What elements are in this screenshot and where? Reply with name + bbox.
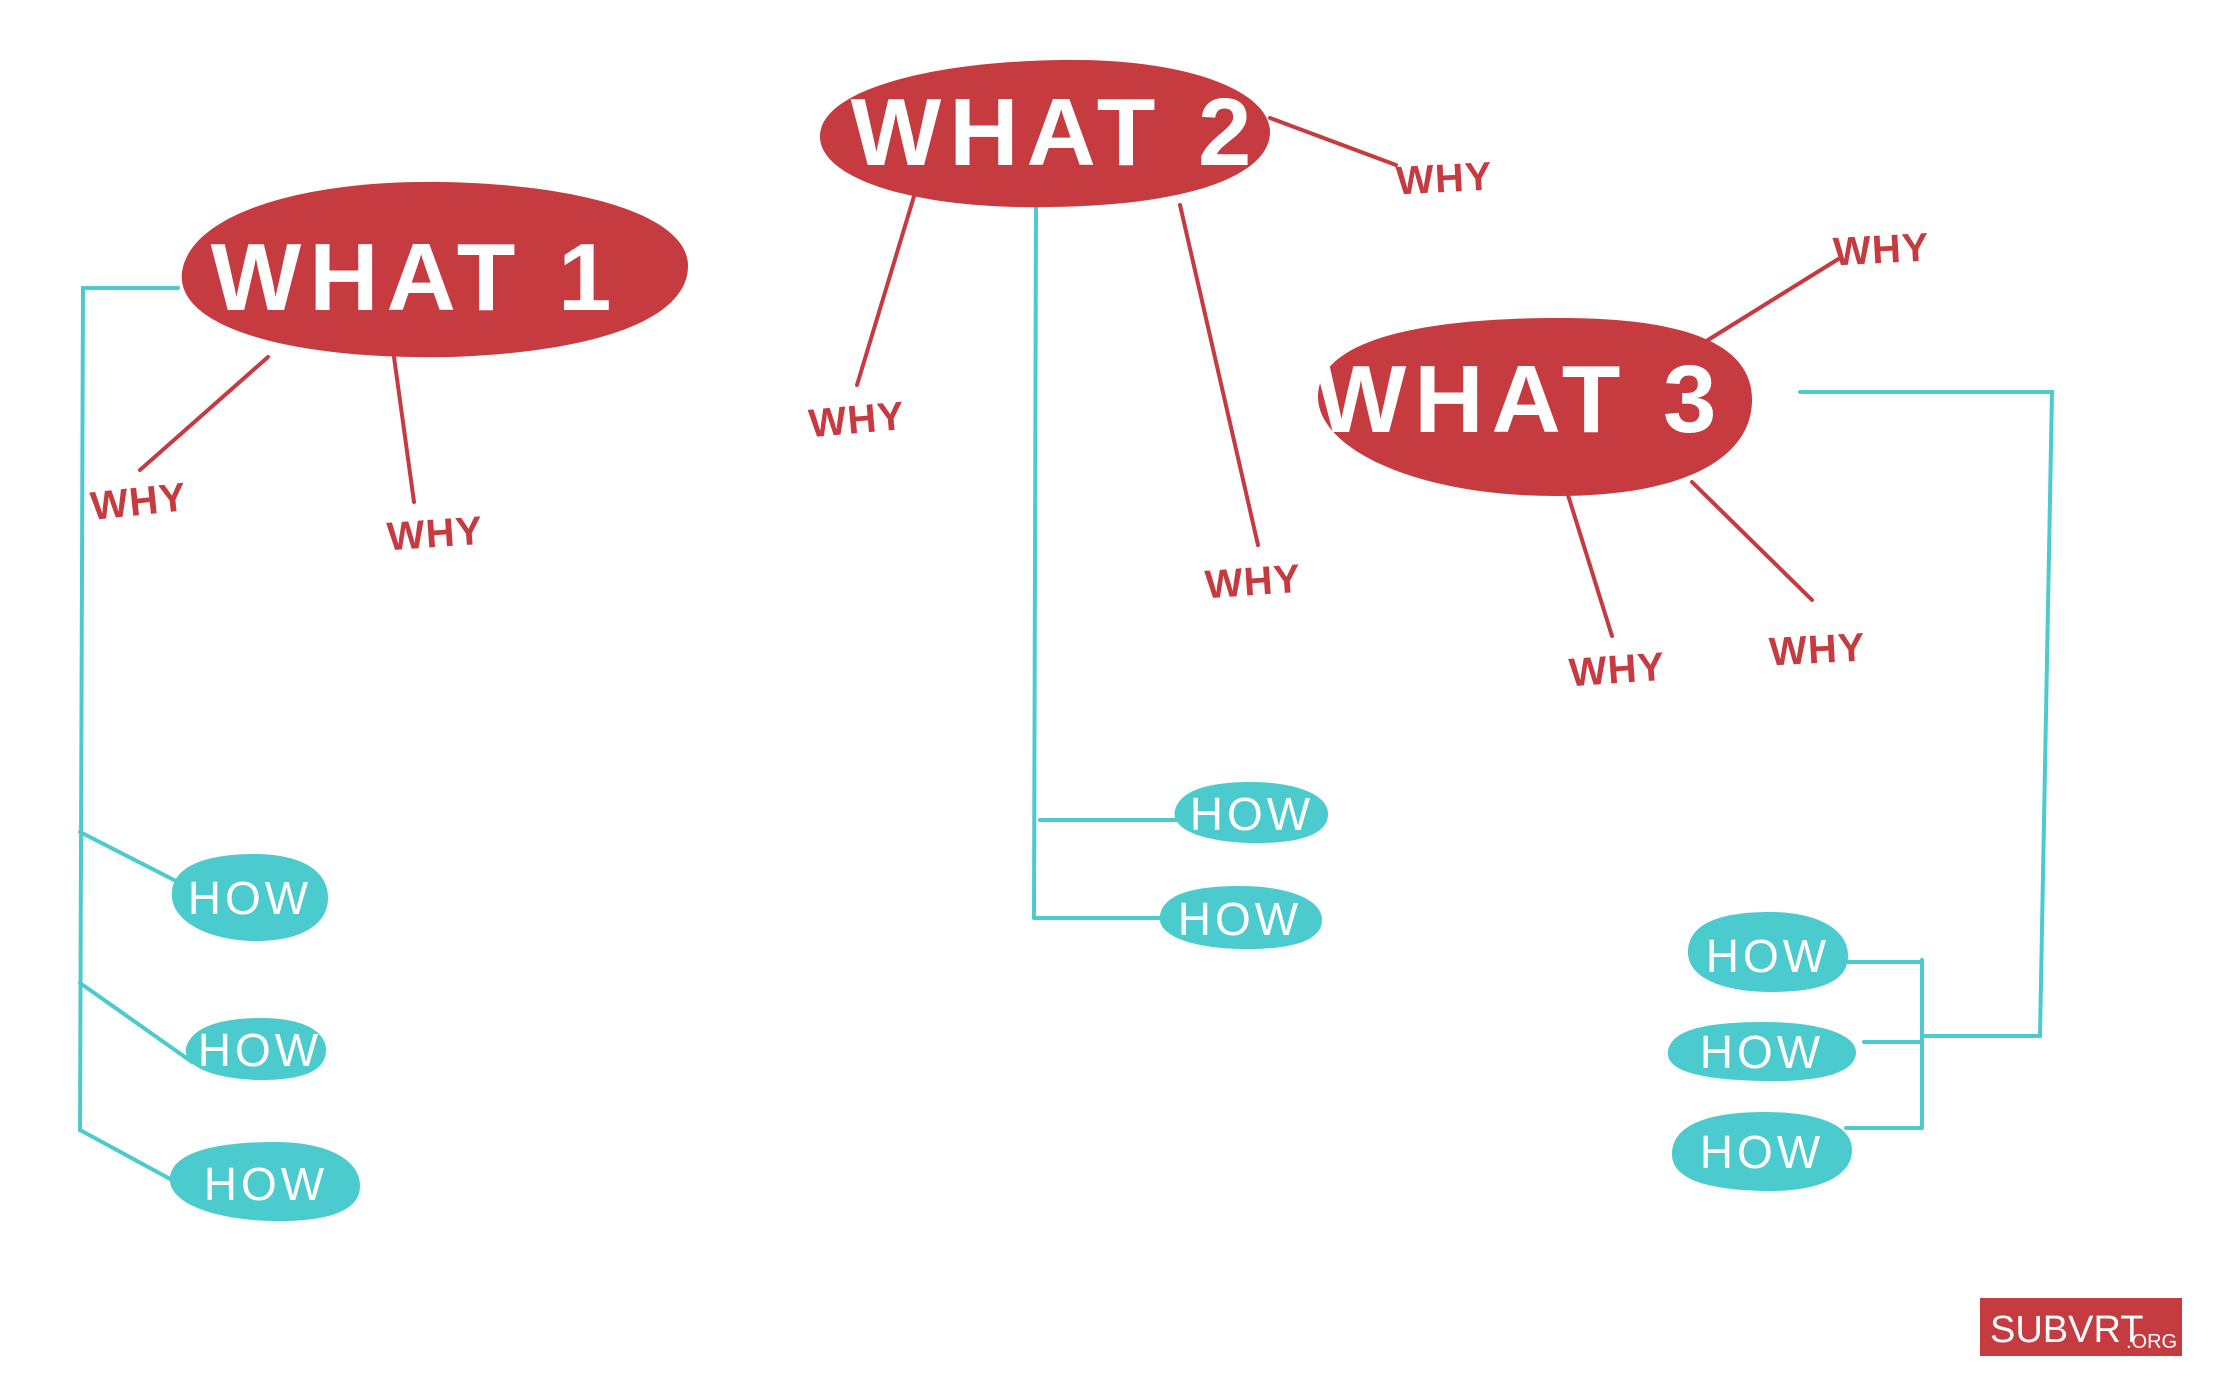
how-connector xyxy=(1798,390,2055,1038)
why-connector xyxy=(138,355,270,472)
what-bubble xyxy=(819,59,1270,208)
why-labels: WHY WHY WHY WHY WHY WHY WHY WHY xyxy=(88,155,1930,696)
how-connector xyxy=(1032,206,1038,920)
how-bubble xyxy=(1687,912,1848,992)
what-node-2: WHAT 2 xyxy=(819,59,1270,208)
why-connector xyxy=(392,355,416,504)
what-node-1: WHAT 1 xyxy=(181,181,688,358)
how-node: HOW xyxy=(1687,912,1848,992)
what-label: WHAT 2 xyxy=(851,79,1260,186)
why-label: WHY xyxy=(1568,645,1667,696)
why-label: WHY xyxy=(1204,557,1303,608)
how-node: HOW xyxy=(171,854,328,942)
how-label: HOW xyxy=(1700,1026,1824,1078)
why-label: WHY xyxy=(807,394,907,446)
why-connector xyxy=(1178,203,1260,547)
why-connector xyxy=(1268,116,1398,167)
why-connectors xyxy=(138,116,1842,638)
subvrt-logo: SUBVRT .ORG xyxy=(1980,1298,2182,1356)
how-connector xyxy=(78,1128,174,1182)
why-connector xyxy=(1566,493,1614,638)
how-label: HOW xyxy=(204,1158,328,1210)
logo-suffix-text: .ORG xyxy=(2126,1331,2177,1353)
why-connector xyxy=(1706,256,1842,342)
how-connector xyxy=(78,286,180,1132)
what-bubble xyxy=(1317,318,1752,497)
how-label: HOW xyxy=(1700,1126,1824,1178)
how-label: HOW xyxy=(188,872,312,924)
why-connector xyxy=(1690,480,1814,602)
how-connectors xyxy=(78,206,2055,1182)
logo-main-text: SUBVRT xyxy=(1990,1309,2143,1351)
why-label: WHY xyxy=(1832,226,1930,275)
what-label: WHAT 3 xyxy=(1316,346,1725,453)
logo-background xyxy=(1980,1298,2182,1356)
how-label: HOW xyxy=(1178,893,1302,945)
what-label: WHAT 1 xyxy=(211,224,620,331)
how-label: HOW xyxy=(198,1024,322,1076)
how-bubble xyxy=(1159,886,1322,950)
why-label: WHY xyxy=(1768,626,1866,675)
how-connector xyxy=(78,981,194,1064)
what-bubble xyxy=(181,181,688,358)
how-bubble xyxy=(1174,782,1328,844)
how-node: HOW xyxy=(185,1018,326,1080)
why-label: WHY xyxy=(386,509,485,560)
how-connector xyxy=(78,830,180,884)
why-connector xyxy=(855,191,917,387)
how-bubble xyxy=(1667,1022,1856,1082)
how-bubble xyxy=(185,1018,326,1080)
how-node: HOW xyxy=(1671,1112,1852,1192)
how-bubble xyxy=(169,1142,360,1222)
why-label: WHY xyxy=(88,475,188,529)
how-node: HOW xyxy=(1159,886,1322,950)
how-label: HOW xyxy=(1706,930,1830,982)
how-bubble xyxy=(171,854,328,942)
how-bubble xyxy=(1671,1112,1852,1192)
how-node: HOW xyxy=(1174,782,1328,844)
how-node: HOW xyxy=(1667,1022,1856,1082)
what-node-3: WHAT 3 xyxy=(1316,318,1752,497)
how-node: HOW xyxy=(169,1142,360,1222)
why-label: WHY xyxy=(1395,155,1493,204)
how-label: HOW xyxy=(1190,788,1314,840)
